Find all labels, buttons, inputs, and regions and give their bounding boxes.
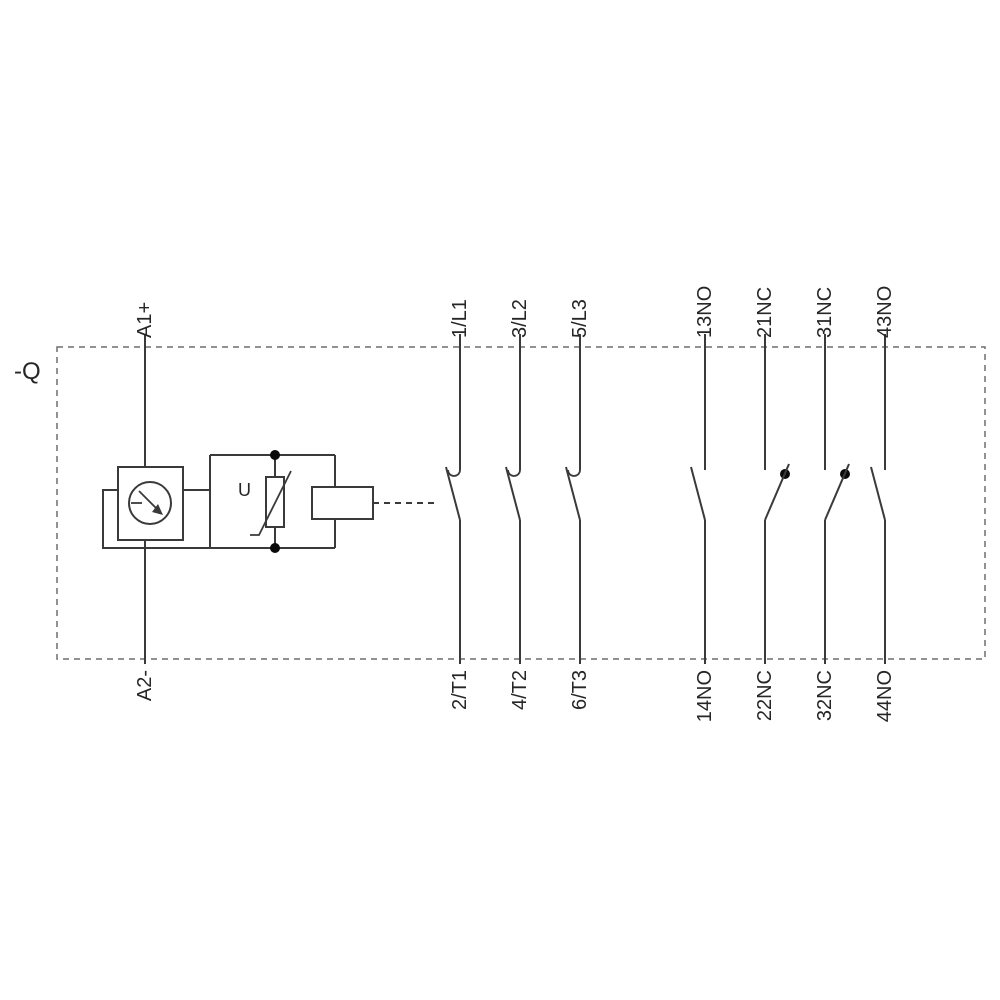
terminal-label-3l2: 3/L2 [509,299,531,338]
varistor: U [238,455,292,548]
terminal-label-44no: 44NO [874,670,896,722]
terminal-label-4t2: 4/T2 [509,670,531,710]
terminal-label-2t1: 2/T1 [449,670,471,710]
fixed-contact-arc [447,469,461,477]
terminal-label-43no: 43NO [874,286,896,338]
aux-contact-21-22-nc [764,334,790,664]
contact-blade [445,466,461,521]
terminal-label-31nc: 31NC [814,287,836,338]
bottom-terminal-labels: A2- 2/T1 4/T2 6/T3 14NO 22NC 32NC 44NO [134,670,896,722]
aux-contact-13-14-no [690,334,706,664]
electronic-module-circle [128,481,172,525]
varistor-body [265,476,285,528]
contact-blade [690,466,706,521]
main-pole-3l2-4t2 [505,334,521,664]
fixed-contact-arc [567,469,581,477]
junction-dot-top [270,450,280,460]
terminal-label-1l1: 1/L1 [449,299,471,338]
device-designation-label: -Q [14,358,41,385]
terminal-label-5l3: 5/L3 [569,299,591,338]
terminal-label-32nc: 32NC [814,670,836,721]
terminal-label-14no: 14NO [694,670,716,722]
contact-blade [870,466,886,521]
junction-dot-bottom [270,543,280,553]
terminal-label-a2: A2- [134,670,156,701]
terminal-label-22nc: 22NC [754,670,776,721]
coil-drive-arrowhead [152,504,163,515]
aux-contact-43-44-no [870,334,886,664]
aux-contact-31-32-nc [824,334,850,664]
coil-body [311,486,374,520]
terminal-label-6t3: 6/T3 [569,670,591,710]
electronic-module-box [117,466,184,541]
contact-blade [505,466,521,521]
terminal-label-13no: 13NO [694,286,716,338]
varistor-voltage-label: U [238,480,251,500]
contact-blade [824,463,850,521]
main-pole-5l3-6t3 [565,334,581,664]
contact-blade [565,466,581,521]
top-terminal-labels: A1+ 1/L1 3/L2 5/L3 13NO 21NC 31NC 43NO [134,286,896,338]
terminal-label-a1: A1+ [134,302,156,338]
contact-blade [764,463,790,521]
fixed-contact-arc [507,469,521,477]
varistor-diagonal-stroke [250,470,292,536]
terminal-label-21nc: 21NC [754,287,776,338]
loop-bottom-wire [102,489,335,549]
main-pole-1l1-2t1 [445,334,461,664]
coil-circuit: U [102,334,436,664]
